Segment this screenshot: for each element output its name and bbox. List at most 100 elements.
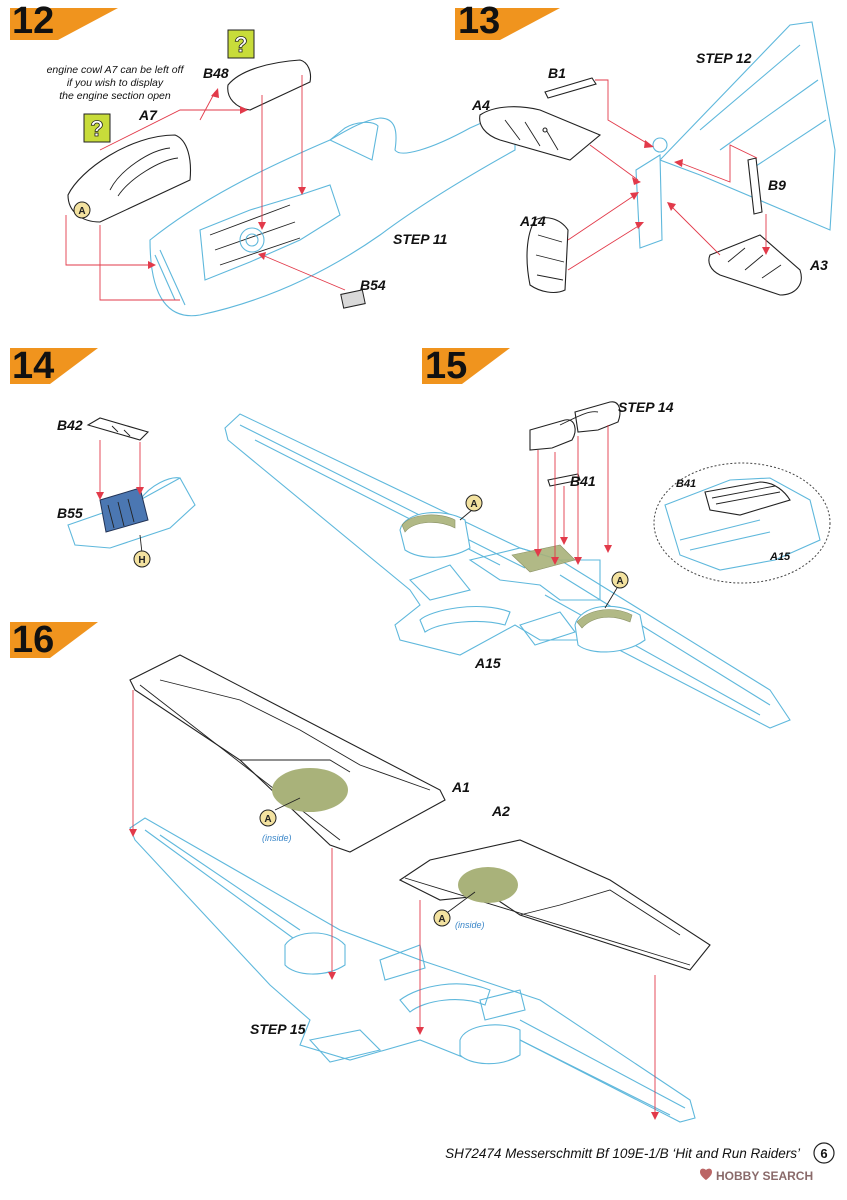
part-a14-ribs	[535, 234, 565, 281]
step-14-diagram: H B42 B55	[57, 417, 196, 568]
detail-b41-lines	[711, 485, 781, 505]
tail-panel-lines	[699, 44, 827, 171]
step-14-number: 14	[12, 345, 54, 387]
label-step-11: STEP 11	[393, 231, 448, 247]
svg-text:A: A	[616, 576, 623, 587]
base-curve	[139, 477, 181, 501]
page-number-badge	[813, 1142, 835, 1164]
label-a15: A15	[474, 655, 501, 671]
step-15-assembly-wing	[129, 817, 696, 1123]
watermark-logo-icon	[700, 1168, 712, 1180]
step-14-subassembly-left	[529, 419, 576, 451]
label-step-15: STEP 15	[250, 1021, 306, 1037]
label-b42: B42	[57, 417, 83, 433]
radiator-cutout	[419, 605, 511, 633]
svg-text:?: ?	[234, 32, 247, 57]
part-b1	[544, 77, 597, 99]
well-paint-left	[401, 514, 456, 533]
part-b48	[227, 59, 312, 111]
tail-fuselage	[659, 21, 836, 231]
label-a2: A2	[491, 803, 510, 819]
detail-label-a15: A15	[769, 551, 791, 563]
label-b55: B55	[57, 505, 83, 521]
guide-b9	[677, 144, 758, 183]
step-15-diagram: A A B41 A15 B41 A15 STEP 14	[224, 399, 831, 729]
detail-callout: B41 A15	[653, 462, 831, 584]
paint-badge-h: H	[133, 534, 151, 568]
step-12-note-line-1: engine cowl A7 can be left off	[47, 64, 185, 76]
guide-b54	[261, 254, 346, 291]
svg-text:?: ?	[90, 116, 103, 141]
fin-post	[635, 154, 663, 249]
paint-badge-a-step16-a1: A (inside)	[259, 797, 301, 843]
guide-a7-arrow	[199, 91, 216, 121]
watermark-text: HOBBY SEARCH	[716, 1169, 813, 1183]
part-a1-paint-area	[272, 768, 348, 812]
guide-a3	[669, 204, 721, 256]
flap-lines	[409, 564, 576, 646]
part-b42	[86, 417, 150, 441]
detail-wing	[664, 477, 821, 571]
part-a4-ribs	[504, 119, 559, 151]
paint-badge-a-step16-a2: A (inside)	[433, 891, 485, 930]
engine-gear	[239, 227, 265, 253]
guide-a14	[567, 194, 641, 271]
paint-badge-a-step15-left: A	[459, 494, 483, 521]
step-14-banner: 14	[10, 345, 98, 387]
guide-b48-drop	[261, 75, 303, 225]
part-b9	[747, 157, 763, 215]
paint-note-a1: (inside)	[262, 833, 292, 843]
cowl-a7-detail	[109, 147, 179, 197]
label-a3: A3	[809, 257, 828, 273]
svg-text:H: H	[138, 555, 145, 566]
paint-badge-a-step12: A	[73, 201, 91, 219]
part-b55-slats	[107, 498, 135, 529]
step-12-note-line-2: if you wish to display	[67, 77, 164, 89]
step-12-banner: 12	[10, 0, 118, 42]
part-a3	[708, 234, 802, 296]
detail-panel-lines	[679, 519, 771, 551]
well-paint-right	[576, 609, 633, 629]
label-a4: A4	[471, 97, 490, 113]
guide-cowl-drop	[65, 215, 180, 301]
guide-a7-b48	[99, 109, 240, 151]
label-b9: B9	[768, 177, 786, 193]
step-15-number: 15	[425, 345, 467, 387]
guide-b1	[595, 79, 651, 146]
svg-text:A: A	[438, 914, 445, 925]
svg-text:A: A	[264, 814, 271, 825]
note-marker-a7: ?	[83, 113, 111, 143]
label-a1: A1	[451, 779, 470, 795]
note-marker-b48: ?	[227, 29, 255, 59]
step-12-diagram: ? ? A engine cowl A7 can be left off if …	[47, 29, 516, 317]
step-15-wheel-well-right	[459, 1024, 521, 1065]
canopy-frame	[328, 121, 379, 161]
step-15-banner: 15	[422, 345, 510, 387]
label-step-12: STEP 12	[696, 50, 752, 66]
step-15-spar-right	[509, 1019, 686, 1116]
part-b54	[340, 289, 366, 309]
footer: SH72474 Messerschmitt Bf 109E-1/B ‘Hit a…	[445, 1142, 835, 1183]
engine-gear-center	[245, 233, 259, 247]
step-13-banner: 13	[455, 0, 560, 42]
part-a2-lines	[404, 877, 691, 966]
paint-badge-a-step15-right: A	[604, 571, 629, 609]
guide-step14	[537, 425, 609, 560]
step-15-radiator	[399, 983, 491, 1013]
guide-b42	[99, 440, 141, 495]
label-b41: B41	[570, 473, 596, 489]
part-a1-lines	[139, 679, 431, 841]
step-13-diagram: B1 A4 A14 B9 A3 STEP 12	[471, 21, 836, 296]
step-13-number: 13	[458, 0, 500, 42]
part-b42-detail	[111, 425, 131, 437]
watermark: HOBBY SEARCH	[700, 1168, 813, 1183]
svg-text:A: A	[78, 206, 85, 217]
label-a7: A7	[138, 107, 158, 123]
detail-label-b41: B41	[676, 478, 696, 490]
paint-note-a2: (inside)	[455, 920, 485, 930]
label-a14: A14	[519, 213, 546, 229]
part-a3-ribs	[727, 247, 782, 279]
step-12-note-line-3: the engine section open	[59, 90, 171, 102]
part-a14	[526, 217, 569, 294]
